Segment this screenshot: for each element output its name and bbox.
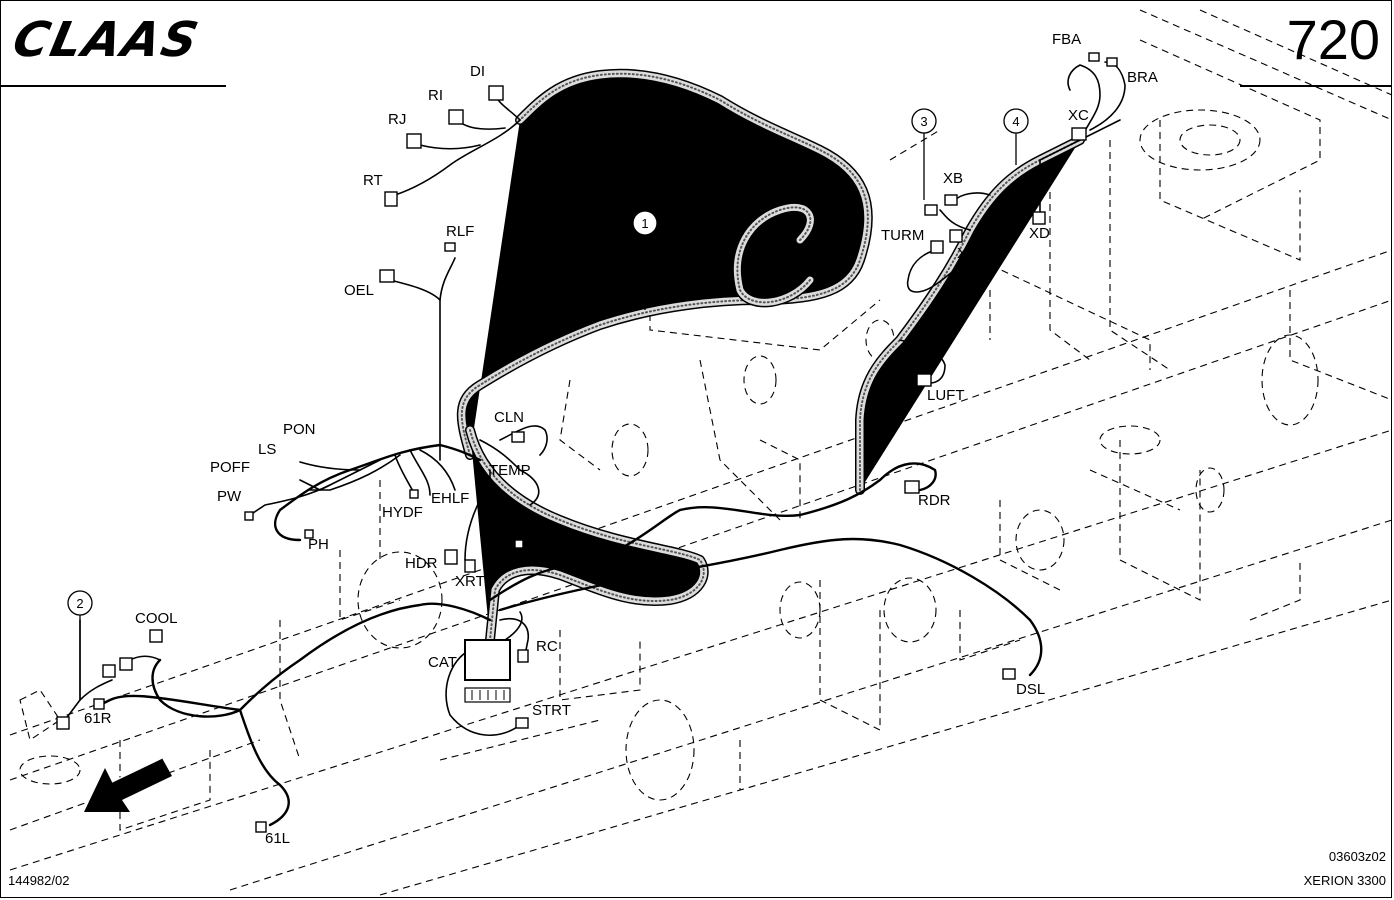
arrow-down-left-icon [84, 757, 172, 812]
main-loom [462, 74, 1080, 640]
label-rdr: RDR [918, 492, 951, 509]
label-xd: XD [1029, 225, 1050, 242]
label-oel: OEL [344, 282, 374, 299]
label-xb: XB [943, 170, 963, 187]
chassis-outline [9, 9, 1393, 896]
label-rt: RT [363, 172, 383, 189]
label-temp: TEMP [489, 462, 531, 479]
label-xrt: XRT [455, 573, 485, 590]
label-hydf: HYDF [382, 504, 423, 521]
label-poff: POFF [210, 459, 250, 476]
callout-4: 4 [1012, 114, 1019, 129]
connectors [56, 52, 1118, 833]
label-pw: PW [217, 488, 242, 505]
label-ls: LS [258, 441, 276, 458]
label-turm: TURM [881, 227, 924, 244]
model-name: XERION 3300 [1303, 873, 1386, 888]
label-di: DI [470, 63, 485, 80]
label-fba: FBA [1052, 31, 1081, 48]
label-61l: 61L [265, 830, 290, 847]
label-rc: RC [536, 638, 558, 655]
label-rlf: RLF [446, 223, 474, 240]
label-strt: STRT [532, 702, 571, 719]
label-61r: 61R [84, 710, 112, 727]
label-bra: BRA [1127, 69, 1158, 86]
label-cln: CLN [494, 409, 524, 426]
label-pon: PON [283, 421, 316, 438]
control-box-cat [464, 639, 511, 703]
label-cool: COOL [135, 610, 178, 627]
label-h20: H20 [521, 521, 549, 538]
label-dsl: DSL [1016, 681, 1045, 698]
label-ehlf: EHLF [431, 490, 469, 507]
callout-2: 2 [76, 596, 83, 611]
label-ri: RI [428, 87, 443, 104]
label-luft: LUFT [927, 387, 965, 404]
page-number: 720 [1286, 8, 1380, 71]
callout-markers[interactable]: 1 2 3 4 [67, 108, 1029, 700]
callout-3: 3 [920, 114, 927, 129]
label-xc: XC [1068, 107, 1089, 124]
brand-logo: CLAAS [8, 12, 205, 68]
label-rj: RJ [388, 111, 406, 128]
connector-labels: DI RI RJ RT RLF OEL PON LS POFF PW HYDF … [84, 31, 1158, 847]
drawing-id: 144982/02 [8, 873, 70, 888]
label-xa: XA [957, 245, 977, 262]
label-cat: CAT [428, 654, 457, 671]
callout-1: 1 [641, 216, 648, 231]
label-ph: PH [308, 536, 329, 553]
label-hdr: HDR [405, 555, 438, 572]
figure-code: 03603z02 [1328, 849, 1386, 864]
